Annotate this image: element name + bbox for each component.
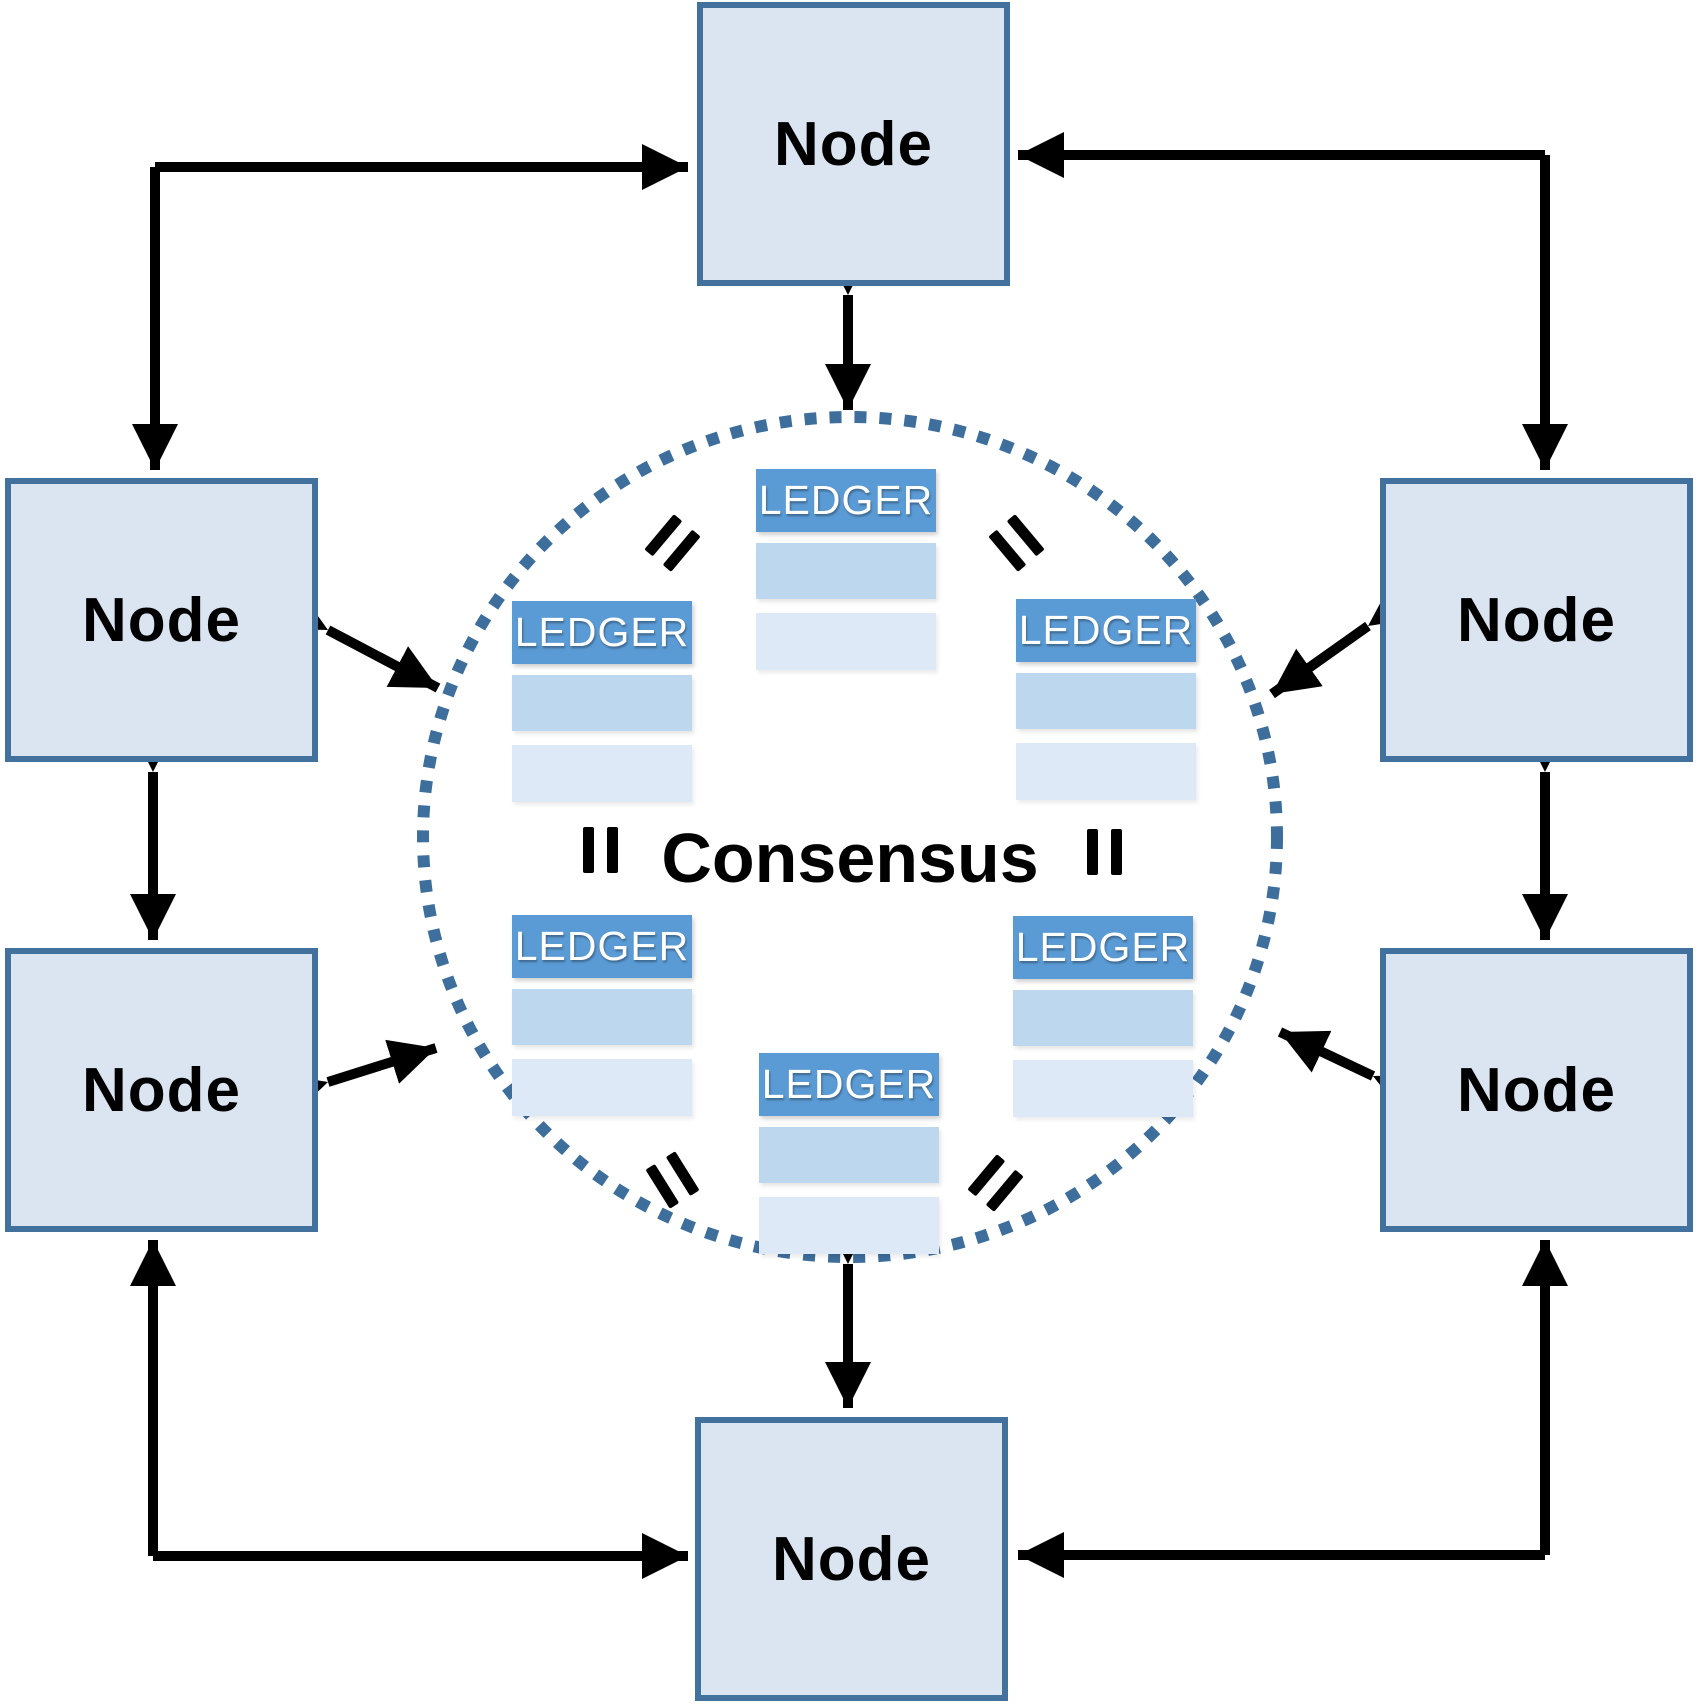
node-label: Node — [1457, 585, 1616, 655]
node-box-upper-right: Node — [1380, 478, 1693, 762]
arrow-upperleftnode-circle — [276, 588, 441, 693]
ledger-block-top-center: LEDGER — [756, 469, 936, 670]
arrow-lowerrightnode-circle — [1277, 1027, 1425, 1117]
ledger-header: LEDGER — [1013, 916, 1193, 979]
node-box-bottom: Node — [695, 1417, 1008, 1701]
ledger-row — [1013, 1060, 1193, 1117]
equals-icon-w — [583, 827, 618, 873]
ledger-header: LEDGER — [759, 1053, 939, 1116]
node-box-lower-right: Node — [1380, 948, 1693, 1232]
ledger-header: LEDGER — [512, 915, 692, 978]
equals-bar — [607, 827, 618, 873]
ledger-block-upper-left: LEDGER — [512, 601, 692, 802]
node-box-lower-left: Node — [5, 948, 318, 1232]
ledger-row — [512, 989, 692, 1045]
ledger-block-lower-right: LEDGER — [1013, 916, 1193, 1117]
node-label: Node — [774, 109, 933, 179]
node-box-upper-left: Node — [5, 478, 318, 762]
ledger-block-upper-right: LEDGER — [1016, 599, 1196, 800]
node-label: Node — [82, 1055, 241, 1125]
equals-bar — [583, 827, 594, 873]
dotted-consensus-circle — [417, 411, 1283, 1263]
ledger-block-bottom-center: LEDGER — [759, 1053, 939, 1254]
ledger-header: LEDGER — [1016, 599, 1196, 662]
ledger-row — [1013, 990, 1193, 1046]
ledger-row — [1016, 743, 1196, 800]
node-label: Node — [772, 1524, 931, 1594]
node-box-top: Node — [697, 2, 1010, 286]
node-label: Node — [1457, 1055, 1616, 1125]
ledger-row — [756, 613, 936, 670]
ledger-block-lower-left: LEDGER — [512, 915, 692, 1116]
ledger-row — [512, 1059, 692, 1116]
ledger-row — [1016, 673, 1196, 729]
consensus-label: Consensus — [661, 819, 1039, 897]
ledger-row — [512, 675, 692, 731]
equals-bar — [1111, 829, 1122, 875]
ledger-row — [759, 1127, 939, 1183]
node-label: Node — [82, 585, 241, 655]
ledger-row — [756, 543, 936, 599]
ledger-row — [512, 745, 692, 802]
arrow-lowerleftnode-circle — [277, 1039, 438, 1118]
equals-bar — [1087, 829, 1098, 875]
ledger-header: LEDGER — [512, 601, 692, 664]
equals-icon-e — [1087, 829, 1122, 875]
arrow-upperrightnode-circle — [1269, 580, 1419, 699]
ledger-row — [759, 1197, 939, 1254]
ledger-header: LEDGER — [756, 469, 936, 532]
